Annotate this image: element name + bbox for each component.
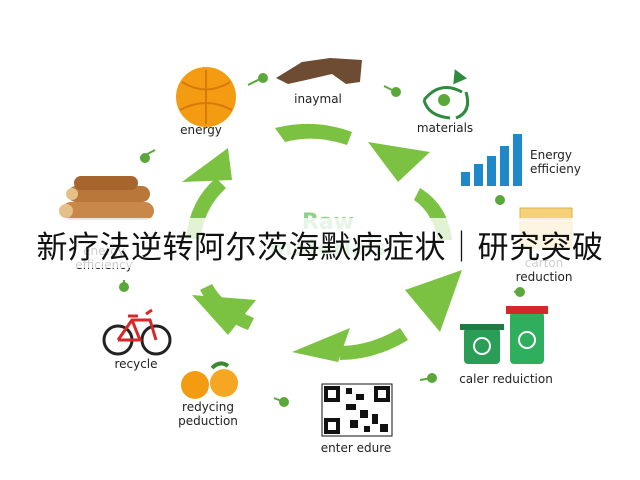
cycle-arrow [340,328,408,360]
qr-code-icon [321,383,393,437]
connector-dots [119,73,525,407]
node-label-energy: energy [180,123,222,137]
node-label-line: efficieny [530,162,582,176]
cycle-arrow [368,142,430,182]
bar-chart-icon [461,134,522,186]
cycle-arrow [275,123,352,145]
oranges-icon [181,361,238,399]
log-pile-icon [59,176,154,220]
node-label-line: peduction [178,414,238,428]
cycle-arrow [405,270,462,332]
node-label-line: Energy [530,148,573,162]
orange-fruit-icon [176,67,236,127]
recycle-bins-icon [460,306,548,364]
node-label-enter-edure: enter edure [320,441,392,455]
bicycle-icon [102,308,172,356]
cycle-arrow [292,328,350,362]
node-label-energy-efficieny: Energy efficieny [530,148,581,176]
node-label-line: reduction [515,270,573,284]
cycle-arrow [192,295,256,335]
node-label-line: redycing [182,400,234,414]
node-label-inaymal: inaymal [294,92,342,106]
node-label-recycle: recycle [114,357,158,371]
cycle-arrow [182,148,232,182]
node-label-materials: materials [416,121,474,135]
recycle-leaf-icon [422,69,470,120]
banner-background [0,218,640,268]
banner-headline: 新疗法逆转阿尔茨海默病症状｜研究突破 [36,230,604,266]
node-label-caler-reduiction: caler reduiction [459,372,553,386]
node-label-redycing-peduction: redycing peduction [178,400,238,428]
tree-stump-icon [276,58,362,84]
